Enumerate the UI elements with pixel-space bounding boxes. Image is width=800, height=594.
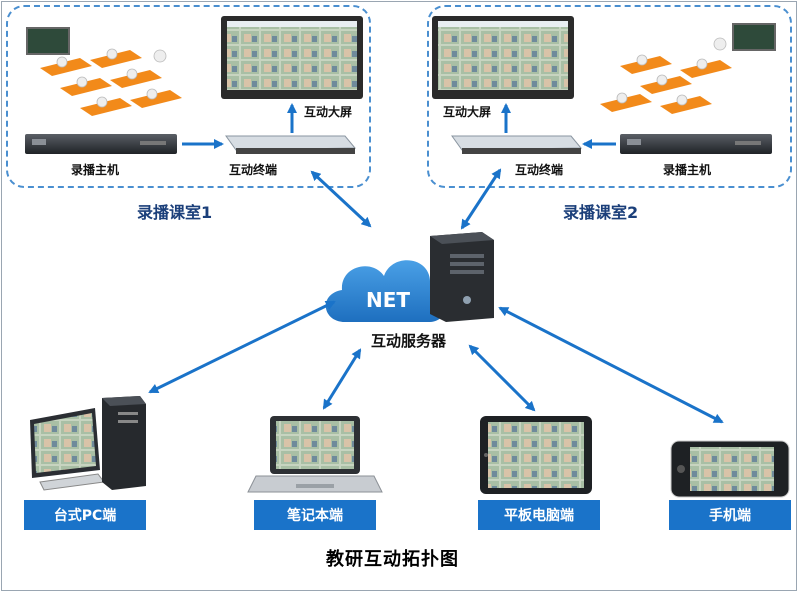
big-screen-1-graphic xyxy=(221,16,363,99)
server-tower-graphic xyxy=(430,232,494,322)
laptop-endpoint: 笔记本端 xyxy=(254,500,376,530)
server-label: 互动服务器 xyxy=(371,332,447,350)
diagram-title: 教研互动拓扑图 xyxy=(326,549,459,570)
terminal-1-graphic xyxy=(225,135,357,154)
desktop-pc-icon xyxy=(30,396,146,491)
link-server-laptop xyxy=(322,348,362,410)
big-screen-2-label: 互动大屏 xyxy=(443,105,492,119)
terminal-2-label: 互动终端 xyxy=(515,163,564,177)
desktop-pc-endpoint: 台式PC端 xyxy=(24,500,146,530)
big-screen-2-graphic xyxy=(432,16,574,99)
classroom-1-title: 录播课室1 xyxy=(137,203,213,222)
phone-icon xyxy=(670,440,790,498)
classroom-2-box xyxy=(427,5,792,188)
classroom-1-illustration xyxy=(26,27,182,116)
recording-host-1-graphic xyxy=(25,134,177,154)
terminal-1-label: 互动终端 xyxy=(229,163,278,177)
laptop-icon xyxy=(247,416,383,493)
phone-endpoint: 手机端 xyxy=(669,500,791,530)
tablet-endpoint: 平板电脑端 xyxy=(478,500,600,530)
tablet-icon xyxy=(480,416,592,494)
link-server-desktop xyxy=(148,300,336,394)
big-screen-1-label: 互动大屏 xyxy=(304,105,353,119)
link-terminal1-server xyxy=(310,170,372,228)
link-terminal2-server xyxy=(460,168,502,230)
terminal-2-graphic xyxy=(451,135,583,154)
cloud-graphic xyxy=(325,260,446,322)
link-server-phone xyxy=(498,306,724,424)
recording-host-1-label: 录播主机 xyxy=(71,163,120,177)
link-server-tablet xyxy=(468,344,536,412)
cloud-net-text: NET xyxy=(366,288,411,312)
classroom-2-illustration xyxy=(600,23,776,114)
classroom-2-title: 录播课室2 xyxy=(563,203,639,222)
recording-host-2-graphic xyxy=(620,134,772,154)
recording-host-2-label: 录播主机 xyxy=(663,163,712,177)
classroom-1-box xyxy=(6,5,371,188)
